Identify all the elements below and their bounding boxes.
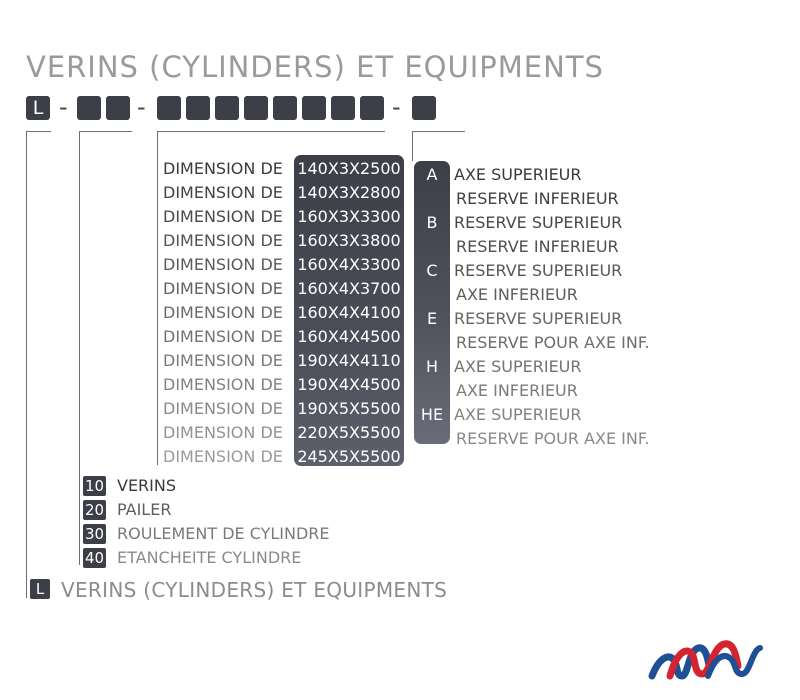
company-logo [648,640,763,680]
connector-line [412,131,413,161]
category-label: ROULEMENT DE CYLINDRE [117,524,330,543]
dimension-value: 190X4X4110 [297,351,401,370]
category-code: 10 [83,476,106,496]
type-description: AXE SUPERIEUR [454,165,582,184]
code-category-slot [77,96,101,120]
dimension-label: DIMENSION DE [163,231,283,250]
type-code: C [426,261,438,280]
family-label: VERINS (CYLINDERS) ET EQUIPMENTS [61,578,448,602]
type-description: RESERVE INFERIEUR [456,237,619,256]
category-label: PAILER [117,500,172,519]
code-dimension-slot [244,96,268,120]
dimension-label: DIMENSION DE [163,183,283,202]
dimension-label: DIMENSION DE [163,279,283,298]
connector-line [157,131,158,465]
dimension-label: DIMENSION DE [163,447,283,466]
family-code-box: L [30,579,50,599]
type-code: HE [420,405,444,424]
code-prefix-letter: L [32,97,44,119]
dimension-value: 160X4X4500 [297,327,401,346]
type-code: H [425,357,439,376]
category-code: 20 [83,500,106,520]
type-description: RESERVE POUR AXE INF. [456,429,650,448]
code-dimension-slot [302,96,326,120]
dimension-value: 160X3X3800 [297,231,401,250]
dimension-label: DIMENSION DE [163,423,283,442]
dimension-value: 140X3X2500 [297,159,401,178]
dimension-value: 190X4X4500 [297,375,401,394]
type-code: B [426,213,438,232]
type-description: RESERVE INFERIEUR [456,189,619,208]
dimension-label: DIMENSION DE [163,351,283,370]
page-title: VERINS (CYLINDERS) ET EQUIPMENTS [26,50,604,84]
dimension-value: 140X3X2800 [297,183,401,202]
dimension-value: 190X5X5500 [297,399,401,418]
code-dimension-slot [360,96,384,120]
code-separator: - [59,93,68,121]
dimension-label: DIMENSION DE [163,159,283,178]
dimension-value: 220X5X5500 [297,423,401,442]
type-badge [414,161,450,444]
dimension-label: DIMENSION DE [163,327,283,346]
dimension-badge [294,155,404,466]
code-type-slot [412,96,436,120]
dimension-label: DIMENSION DE [163,399,283,418]
code-dimension-slot [215,96,239,120]
dimension-value: 245X5X5500 [297,447,401,466]
code-dimension-slot [331,96,355,120]
dimension-value: 160X4X3300 [297,255,401,274]
category-code: 40 [83,548,106,568]
code-dimension-slot [157,96,181,120]
type-code: A [426,165,438,184]
code-dimension-slot [186,96,210,120]
connector-line [157,131,385,132]
category-code: 30 [83,524,106,544]
category-label: VERINS [117,476,177,495]
category-label: ETANCHEITE CYLINDRE [117,548,302,567]
dimension-label: DIMENSION DE [163,303,283,322]
code-dimension-slot [273,96,297,120]
dimension-label: DIMENSION DE [163,255,283,274]
type-description: RESERVE SUPERIEUR [454,261,623,280]
dimension-label: DIMENSION DE [163,207,283,226]
connector-line [412,131,465,132]
connector-line [26,131,27,598]
type-description: AXE INFERIEUR [456,285,578,304]
connector-line [79,131,132,132]
code-category-slot [106,96,130,120]
type-description: AXE SUPERIEUR [454,405,582,424]
connector-line [26,131,51,132]
type-description: RESERVE SUPERIEUR [454,213,623,232]
type-description: RESERVE SUPERIEUR [454,309,623,328]
dimension-value: 160X3X3300 [297,207,401,226]
type-description: RESERVE POUR AXE INF. [456,333,650,352]
dimension-label: DIMENSION DE [163,375,283,394]
type-description: AXE INFERIEUR [456,381,578,400]
type-code: E [426,309,438,328]
dimension-value: 160X4X4100 [297,303,401,322]
dimension-value: 160X4X3700 [297,279,401,298]
connector-line [79,131,80,565]
code-separator: - [392,93,401,121]
code-separator: - [137,93,146,121]
code-prefix-box: L [26,96,50,120]
type-description: AXE SUPERIEUR [454,357,582,376]
